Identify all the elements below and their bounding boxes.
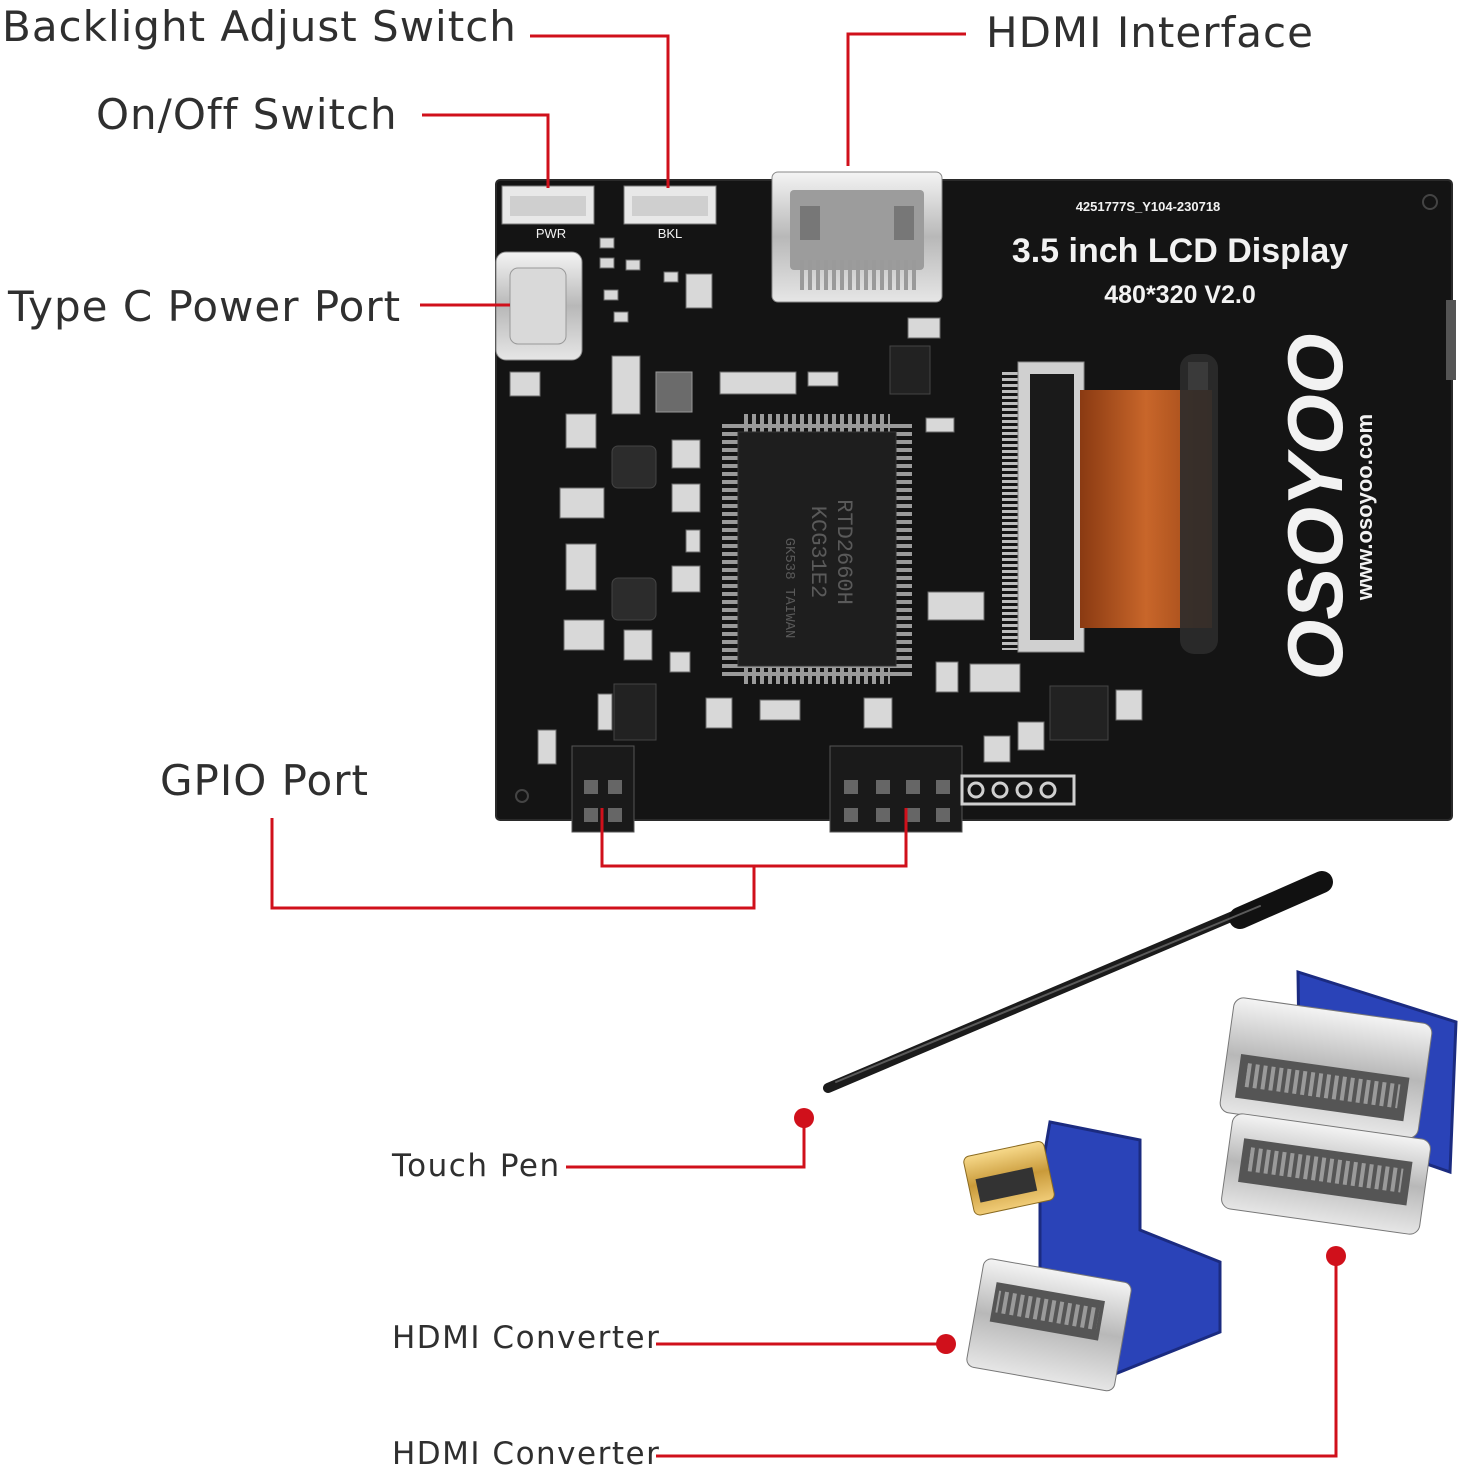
gpio-header-large — [829, 745, 963, 833]
callout-line-gpio-b — [600, 808, 908, 868]
bkl-switch — [623, 185, 717, 225]
callout-line-converter-2 — [656, 1258, 1338, 1458]
smd-components — [509, 237, 1143, 765]
hdmi-socket — [771, 171, 943, 303]
callout-line-touch-pen — [566, 1118, 806, 1169]
main-chip — [722, 414, 912, 684]
callout-dots — [794, 1108, 1346, 1354]
callout-line-onoff — [422, 113, 550, 188]
callout-line-hdmi — [846, 32, 966, 166]
chip-marking-1: RTD2660H — [831, 499, 856, 605]
label-hdmi-interface: HDMI Interface — [986, 8, 1314, 57]
fpc-connector — [1002, 361, 1085, 653]
chip-marking-2: KCG31E2 — [805, 506, 830, 598]
bkl-silk-label: BKL — [658, 226, 683, 241]
callout-line-gpio-a — [270, 818, 756, 910]
callout-line-backlight — [530, 34, 670, 188]
label-on-off-switch: On/Off Switch — [96, 90, 398, 139]
board-product-title: 3.5 inch LCD Display — [1012, 232, 1348, 270]
chip-marking-3: GK538 TAIWAN — [781, 538, 797, 639]
label-backlight-adjust-switch: Backlight Adjust Switch — [2, 2, 517, 51]
label-touch-pen: Touch Pen — [392, 1148, 561, 1184]
label-gpio-port: GPIO Port — [160, 756, 369, 805]
label-type-c-power-port: Type C Power Port — [8, 282, 402, 331]
type-c-port — [495, 251, 583, 361]
board-url: www.osoyoo.com — [1352, 414, 1377, 601]
callout-lines — [270, 32, 1338, 1458]
board-brand: OSOYOO — [1271, 334, 1359, 681]
hdmi-converter-adapter-2 — [1219, 969, 1458, 1235]
pwr-silk-label: PWR — [536, 226, 566, 241]
label-hdmi-converter-1: HDMI Converter — [392, 1320, 661, 1356]
touch-pen — [823, 871, 1333, 1093]
hdmi-converter-adapter-1 — [963, 1120, 1222, 1392]
label-hdmi-converter-2: HDMI Converter — [392, 1436, 661, 1472]
board-spec: 480*320 V2.0 — [1104, 281, 1256, 309]
pin-holes — [960, 774, 1076, 806]
lcd-board: 4251777S_Y104-230718 3.5 inch LCD Displa… — [495, 171, 1456, 833]
pwr-switch — [501, 185, 595, 225]
board-serial: 4251777S_Y104-230718 — [1076, 199, 1221, 214]
